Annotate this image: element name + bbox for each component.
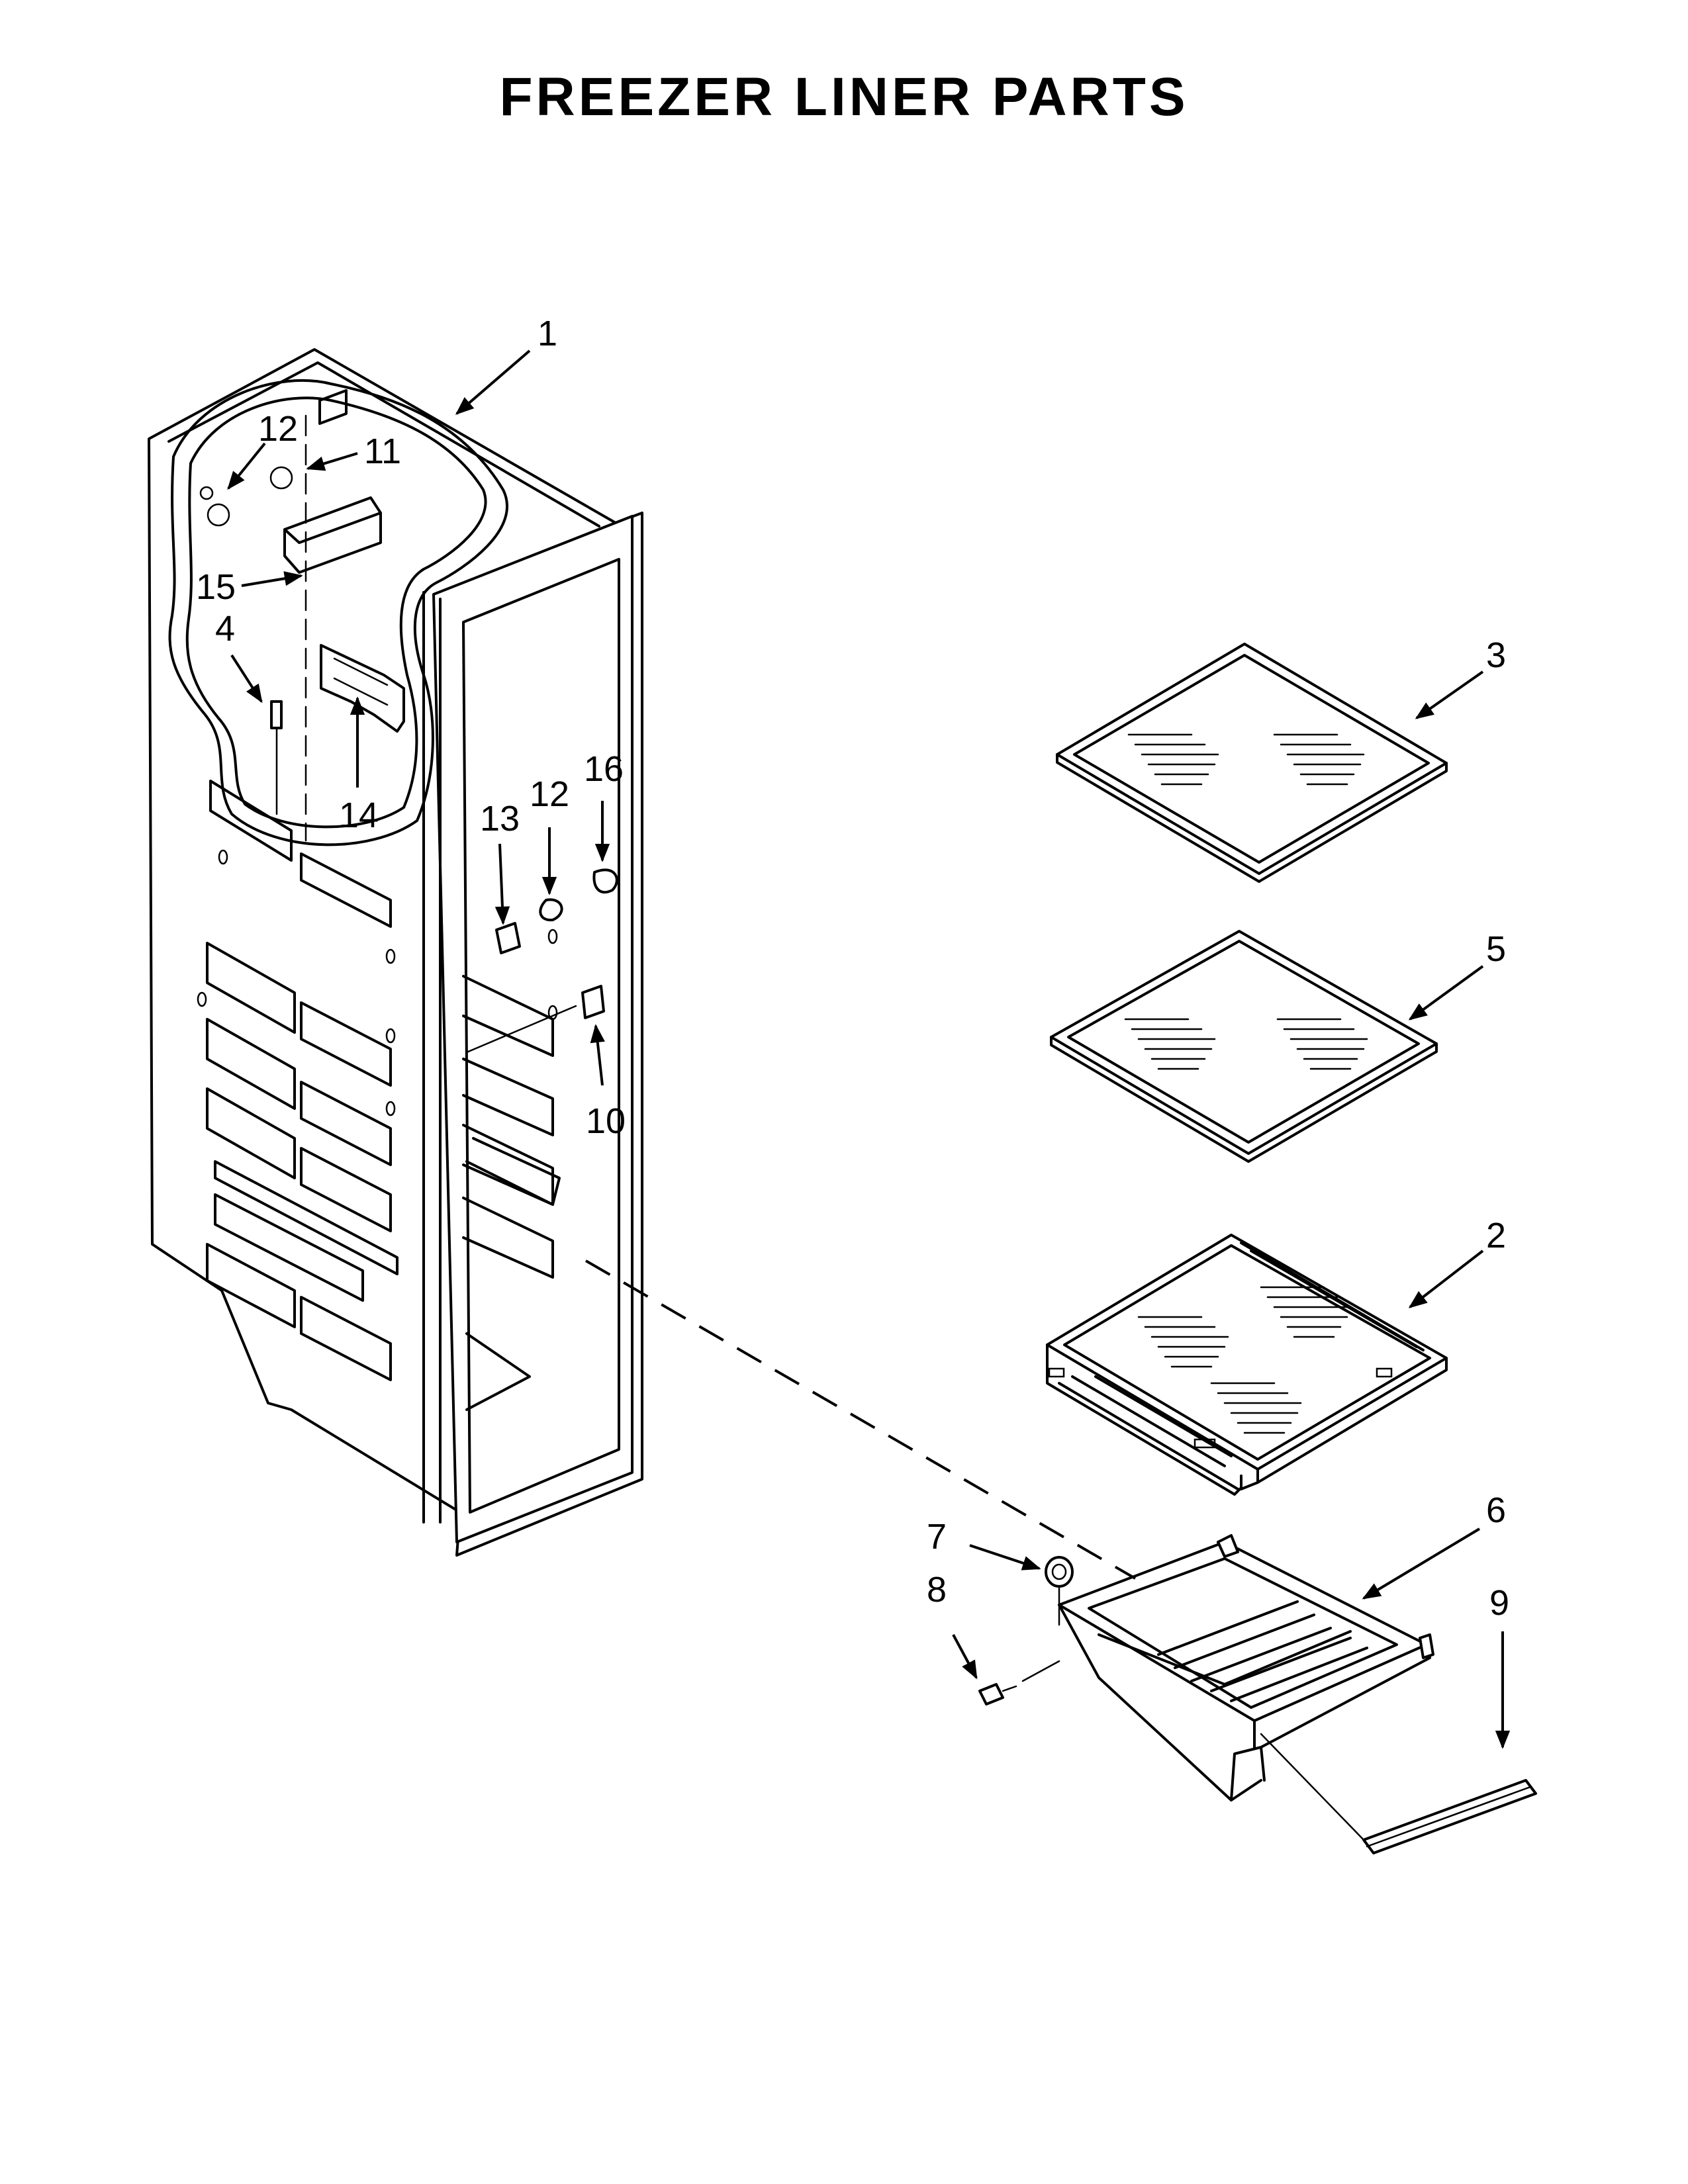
freezer-pan-part-6 (978, 1534, 1537, 1854)
callout-2: 2 (1486, 1216, 1506, 1255)
callout-5: 5 (1486, 929, 1506, 969)
callout-10: 10 (586, 1101, 626, 1141)
callout-14: 14 (339, 796, 379, 835)
side-vents (206, 780, 399, 1381)
callout-9: 9 (1489, 1583, 1509, 1623)
callout-6: 6 (1486, 1490, 1506, 1530)
trim-part-9 (1362, 1779, 1537, 1854)
roller-part-7 (1045, 1556, 1074, 1588)
callout-8: 8 (927, 1570, 947, 1610)
shelf-part-3 (1056, 643, 1448, 883)
callout-15: 15 (196, 567, 236, 607)
callout-4: 4 (215, 609, 235, 649)
callout-12-mid: 12 (530, 774, 569, 814)
callout-7: 7 (927, 1517, 947, 1557)
callout-3: 3 (1486, 635, 1506, 675)
callout-labels: 1 12 11 15 4 14 13 12 16 10 3 5 2 6 7 8 … (196, 314, 1509, 1623)
callout-1: 1 (538, 314, 557, 353)
callout-16: 16 (584, 749, 624, 789)
freezer-liner-drawing (148, 348, 643, 1557)
leader-arrows (227, 349, 1511, 1749)
shelf-part-5 (1050, 930, 1438, 1163)
callout-13: 13 (480, 799, 520, 839)
screw-part-8 (978, 1683, 1017, 1706)
page-title: FREEZER LINER PARTS (499, 67, 1189, 127)
shelf-assembly-part-2 (1046, 1234, 1448, 1496)
callout-12-top: 12 (258, 409, 298, 449)
callout-11: 11 (364, 432, 401, 471)
